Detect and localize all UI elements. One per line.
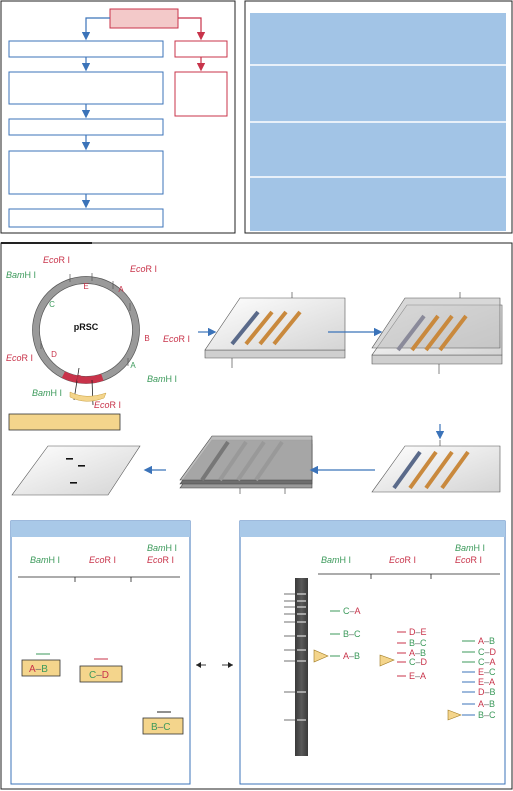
left-col-double-bamhi: BamH I [147, 543, 177, 553]
probe-sequence [69, 391, 107, 402]
probe-label-box [8, 413, 121, 431]
left-fragment-box-1 [21, 659, 61, 677]
flow-step-4 [8, 150, 164, 195]
process-arrows [143, 327, 445, 475]
gel3-lane-4 [440, 450, 470, 490]
site-e-label: E [83, 282, 88, 291]
ladder-band [297, 593, 306, 595]
southern-blot-panel [0, 242, 513, 790]
compare-arrow [196, 662, 233, 668]
ladder-band [297, 600, 306, 602]
site-b-label: B [144, 334, 149, 343]
bam-fragment-1: C–A [343, 606, 361, 616]
info-table-panel [244, 0, 513, 234]
ladder-band [297, 606, 306, 608]
double-fragment-8: B–C [478, 710, 496, 720]
blot-membrane-stack [179, 435, 313, 494]
plasmid-name: pRSC [74, 322, 99, 332]
eco-fragment-1: D–E [409, 627, 427, 637]
left-fragment-label-3: B–C [151, 722, 170, 733]
site-b2-label: B [76, 374, 81, 383]
gel1-lane-4 [272, 310, 302, 346]
double-fragment-4: E–C [478, 667, 496, 677]
ladder-band [297, 691, 306, 693]
left-fragment-box-3 [142, 717, 184, 735]
flow-alt-step-2 [174, 71, 228, 117]
gel2-lane-3 [424, 314, 454, 352]
gel3-lane-3 [424, 450, 454, 490]
ladder-band [297, 621, 306, 623]
site-d-label: D [51, 350, 57, 359]
gel1-lane-1 [230, 310, 260, 346]
plasmid-bamhi-east: BamH I [147, 374, 177, 384]
site-a2-label: A [130, 361, 136, 370]
left-fragment-box-2 [79, 665, 123, 683]
membrane-lane-4 [254, 440, 284, 482]
site-a-label: A [118, 285, 124, 294]
gel2-lane-2 [410, 314, 440, 352]
bam-fragment-3: A–B [343, 651, 360, 661]
bam-fragment-2: B–C [343, 629, 361, 639]
right-col-double-ecori: EcoR I [455, 555, 482, 565]
right-col-double-bamhi: BamH I [455, 543, 485, 553]
eco-fragment-2: B–C [409, 638, 427, 648]
double-fragment-3: C–A [478, 657, 496, 667]
plasmid-ecori-south: EcoR I [94, 400, 121, 410]
ladder-band [297, 613, 306, 615]
membrane-lane-2 [218, 440, 248, 482]
eco-fragment-5: E–A [409, 671, 426, 681]
membrane-lane-3 [236, 440, 266, 482]
double-fragment-2: C–D [478, 647, 497, 657]
autoradiograph-film [11, 445, 141, 496]
gel-plate-3 [371, 440, 501, 493]
membrane-lane-1 [200, 440, 230, 482]
flowchart-panel [0, 0, 236, 234]
plasmid-bamhi-south: BamH I [32, 388, 62, 398]
plasmid-ecori-right: EcoR I [130, 264, 157, 274]
double-fragment-6: D–B [478, 687, 496, 697]
double-fragment-5: E–A [478, 677, 495, 687]
left-col-ecori: EcoR I [89, 555, 116, 565]
gel2-lane-1 [396, 314, 426, 352]
right-col-bamhi: BamH I [321, 555, 351, 565]
site-c-label: C [49, 300, 55, 309]
gel1-lane-3 [258, 310, 288, 346]
double-fragment-7: A–B [478, 699, 495, 709]
double-fragment-1: A–B [478, 636, 495, 646]
left-fragment-label-1: A–B [29, 664, 48, 675]
gel1-lane-2 [244, 310, 274, 346]
ladder-band [297, 635, 306, 637]
plasmid-map [8, 276, 140, 431]
plasmid-bamhi-left: BamH I [6, 270, 36, 280]
gel2-lane-4 [438, 314, 468, 352]
left-col-double-ecori: EcoR I [147, 555, 174, 565]
bam-hybridizing-marker [313, 649, 329, 663]
eco-fragment-4: C–D [409, 657, 428, 667]
ladder-band [297, 660, 306, 662]
eco-fragment-3: A–B [409, 648, 426, 658]
predicted-fragments-panel [10, 520, 191, 785]
double-hybridizing-marker [447, 709, 462, 721]
gel3-lane-2 [408, 450, 438, 490]
left-col-bamhi: BamH I [30, 555, 60, 565]
ladder-band [297, 649, 306, 651]
ladder-band [297, 719, 306, 721]
gel3-lane-1 [392, 450, 422, 490]
right-col-ecori: EcoR I [389, 555, 416, 565]
eco-hybridizing-marker [379, 654, 395, 667]
site-c2-label: C [92, 376, 98, 385]
plasmid-ecori-west: EcoR I [6, 353, 33, 363]
plasmid-ecori-east: EcoR I [163, 334, 190, 344]
flow-step-5 [8, 208, 164, 228]
plasmid-ecori-top: EcoR I [43, 255, 70, 265]
left-fragment-label-2: C–D [89, 670, 109, 681]
